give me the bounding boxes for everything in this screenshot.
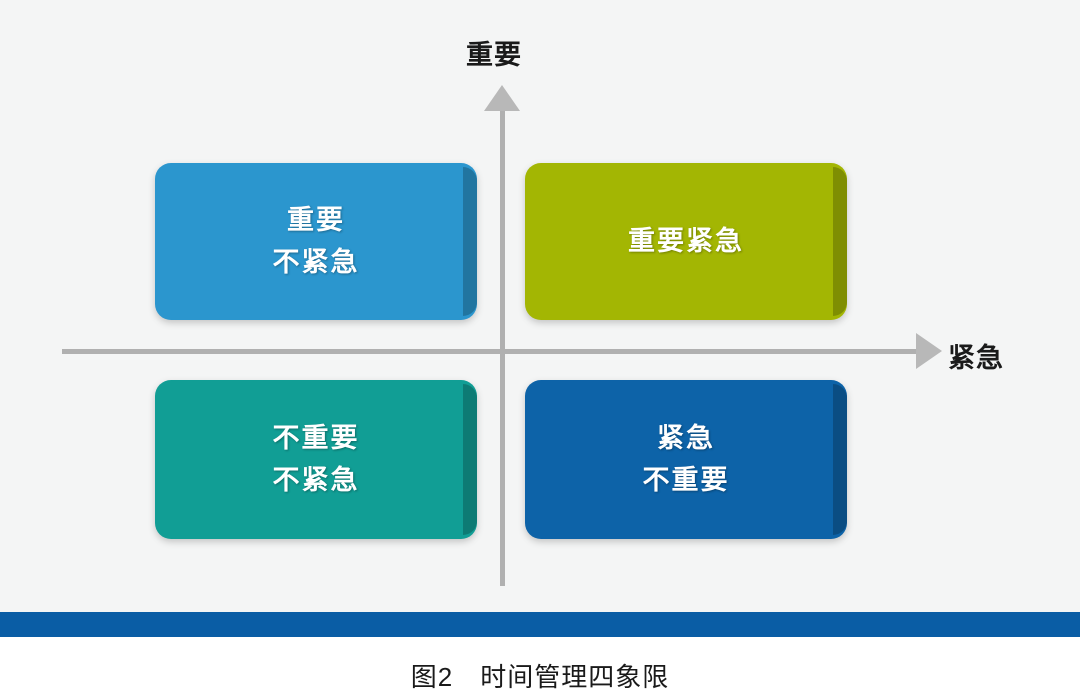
horizontal-axis-arrow-icon <box>916 333 942 369</box>
quadrant-important-urgent[interactable]: 重要紧急 <box>525 163 847 320</box>
horizontal-axis-line <box>62 349 924 354</box>
quadrant-label-line-1: 重要紧急 <box>628 225 744 256</box>
quadrant-label-line-2: 不紧急 <box>272 464 360 495</box>
quadrant-not-important-not-urgent[interactable]: 不重要 不紧急 <box>155 380 477 539</box>
quadrant-label-line-1: 重要 <box>287 204 345 235</box>
divider-bar <box>0 612 1080 637</box>
quadrant-label-line-1: 不重要 <box>272 422 360 453</box>
vertical-axis-arrow-icon <box>484 85 520 111</box>
vertical-axis-line <box>500 108 505 586</box>
quadrant-label-line-1: 紧急 <box>657 422 715 453</box>
quadrant-label-line-2: 不紧急 <box>272 246 360 277</box>
quadrant-label-line-2: 不重要 <box>642 464 730 495</box>
figure-canvas: 重要 紧急 重要 不紧急 重要紧急 不重要 不紧急 紧急 不重要 <box>0 0 1080 612</box>
quadrant-important-not-urgent[interactable]: 重要 不紧急 <box>155 163 477 320</box>
quadrant-urgent-not-important[interactable]: 紧急 不重要 <box>525 380 847 539</box>
figure-caption: 图2 时间管理四象限 <box>410 662 670 692</box>
horizontal-axis-label: 紧急 <box>948 343 1004 373</box>
vertical-axis-label: 重要 <box>466 40 522 70</box>
